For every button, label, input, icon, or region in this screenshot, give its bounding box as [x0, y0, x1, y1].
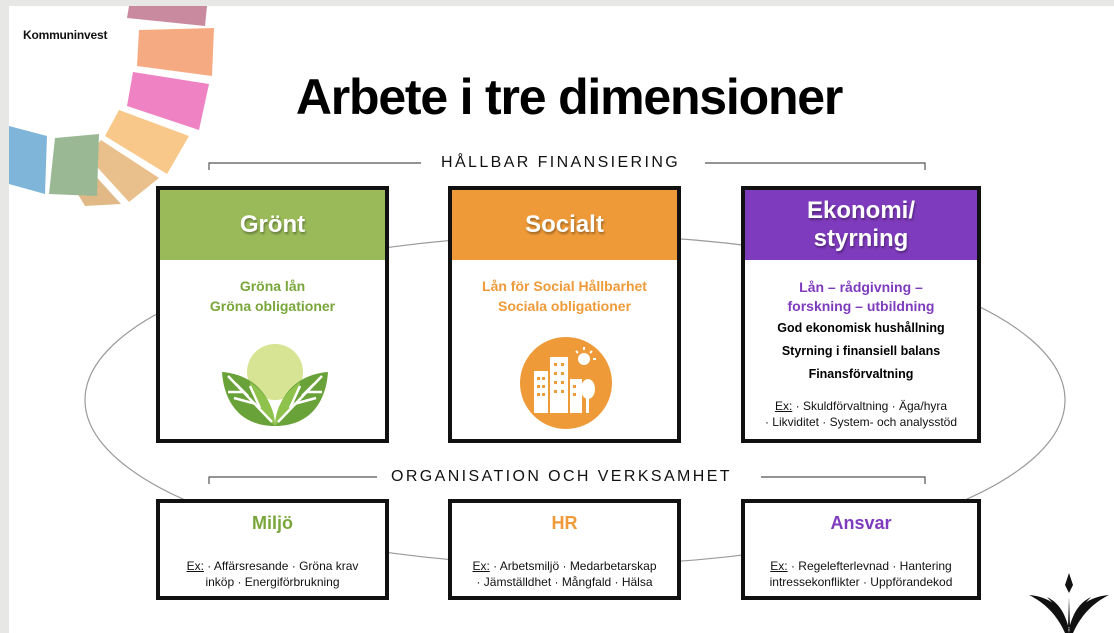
hr-ex-line2: · Jämställdhet · Mångfald · Hälsa	[476, 575, 653, 589]
brand-name: Kommuninvest	[23, 28, 108, 42]
ansvar-ex-line1: · Regelefterlevnad · Hantering	[787, 559, 952, 573]
ex-label: Ex:	[770, 559, 788, 573]
card-socialt-title: Socialt	[452, 190, 677, 260]
miljo-ex-line2: inköp · Energiförbrukning	[205, 575, 340, 589]
section-line-top-left	[208, 162, 421, 170]
section-label-top: HÅLLBAR FINANSIERING	[427, 154, 695, 172]
card-gront-subtitle: Gröna lån Gröna obligationer	[209, 278, 336, 314]
green-leaves-icon	[222, 344, 328, 426]
card-miljo-title: Miljö	[252, 513, 293, 533]
hr-ex-line1: · Arbetsmiljö · Medarbetarskap	[489, 559, 657, 573]
page-title: Arbete i tre dimensioner	[295, 69, 844, 125]
card-gront: Grönt Gröna lån Gröna obligationer	[156, 186, 389, 443]
card-ekonomi: Ekonomi/ styrning Lån – rådgivning – for…	[741, 186, 981, 443]
card-miljo-examples: Ex: · Affärsresande · Gröna krav inköp ·…	[160, 558, 385, 590]
section-line-bottom-right	[761, 476, 926, 484]
card-ansvar: Ansvar Ex: · Regelefterlevnad · Hanterin…	[741, 499, 981, 600]
card-ekonomi-title-line2: styrning	[813, 225, 909, 252]
card-hr-title: HR	[551, 513, 578, 533]
slide: Kommuninvest Arbete i tre dimensioner HÅ…	[9, 6, 1114, 633]
kommuninvest-logo-icon	[1029, 573, 1109, 633]
section-line-top-right	[705, 162, 926, 170]
card-socialt-subtitle: Lån för Social Hållbarhet Sociala obliga…	[482, 278, 647, 314]
ekonomi-item: Finansförvaltning	[808, 367, 914, 381]
city-sun-icon	[520, 337, 612, 429]
section-label-bottom: ORGANISATION OCH VERKSAMHET	[377, 468, 746, 486]
card-ekonomi-title: Ekonomi/ styrning	[745, 190, 977, 260]
sdg-color-wheel-icon	[9, 6, 214, 206]
ex-label: Ex:	[774, 399, 793, 413]
ex-label: Ex:	[472, 559, 490, 573]
ekonomi-item: Styrning i finansiell balans	[781, 344, 941, 358]
section-line-bottom-left	[208, 476, 377, 484]
ekonomi-ex-line1: · Skuldförvaltning · Äga/hyra	[792, 399, 948, 413]
card-gront-title: Grönt	[160, 190, 385, 260]
ekonomi-item: God ekonomisk hushållning	[777, 321, 945, 335]
miljo-ex-line1: · Affärsresande · Gröna krav	[203, 559, 359, 573]
card-ekonomi-subtitle: Lån – rådgivning – forskning – utbildnin…	[787, 279, 935, 314]
card-hr: HR Ex: · Arbetsmiljö · Medarbetarskap · …	[448, 499, 681, 600]
card-ansvar-examples: Ex: · Regelefterlevnad · Hantering intre…	[745, 558, 977, 590]
card-socialt: Socialt Lån för Social Hållbarhet Social…	[448, 186, 681, 443]
ex-label: Ex:	[186, 559, 204, 573]
card-ekonomi-title-line1: Ekonomi/	[806, 197, 915, 224]
ansvar-ex-line2: intressekonflikter · Uppförandekod	[769, 575, 953, 589]
card-ansvar-title: Ansvar	[830, 513, 892, 533]
card-ekonomi-examples: Ex: · Skuldförvaltning · Äga/hyra · Likv…	[745, 398, 977, 430]
ekonomi-ex-line2: · Likviditet · System- och analysstöd	[764, 415, 958, 429]
card-hr-examples: Ex: · Arbetsmiljö · Medarbetarskap · Jäm…	[452, 558, 677, 590]
card-miljo: Miljö Ex: · Affärsresande · Gröna krav i…	[156, 499, 389, 600]
card-ekonomi-list: God ekonomisk hushållning Styrning i fin…	[745, 320, 977, 389]
